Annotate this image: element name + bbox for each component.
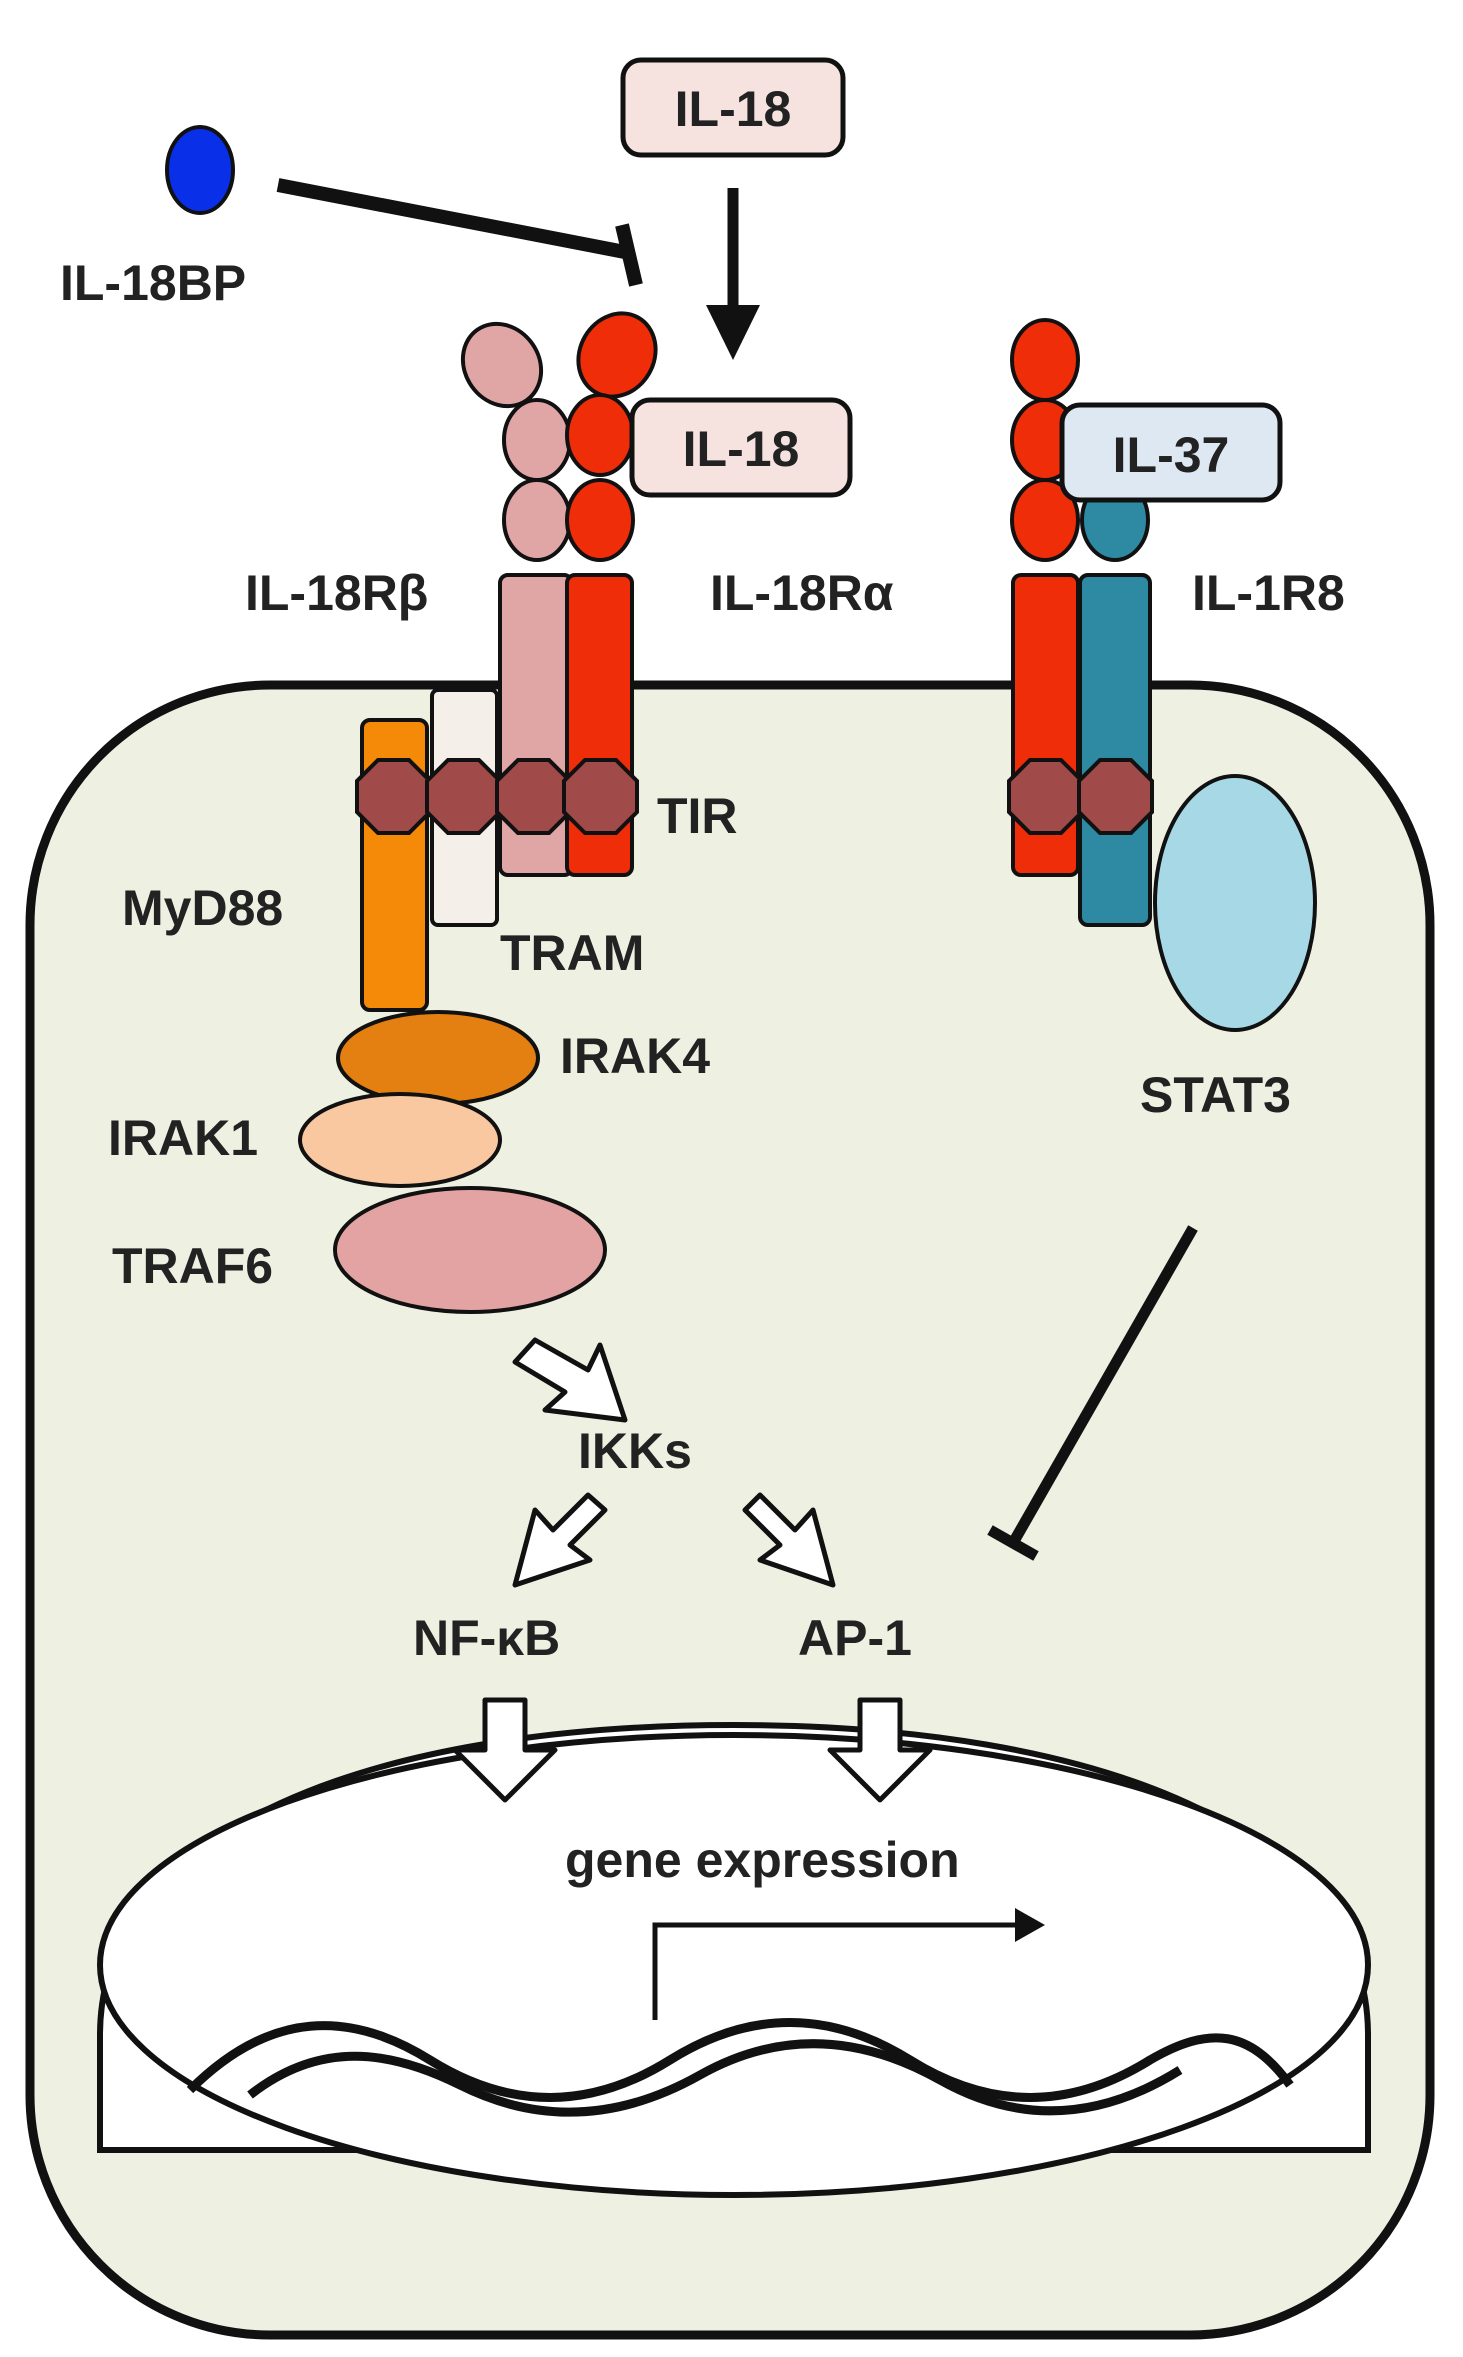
il18-ligand-label: IL-18 (675, 81, 792, 137)
arrow-nfkb-to-nucleus (452, 1697, 558, 1803)
il18-ligand-box (620, 57, 846, 158)
traf6-label: TRAF6 (112, 1238, 273, 1294)
irak4-label: IRAK4 (560, 1028, 710, 1084)
il1r8-label: IL-1R8 (1192, 565, 1345, 621)
nucleus-outline (97, 1732, 1371, 2198)
il18-binding-arrowhead (706, 305, 760, 360)
open-arrows (452, 1337, 933, 1803)
tir-label: TIR (657, 788, 738, 844)
traf6-protein (333, 1186, 607, 1314)
irak4-protein (336, 1010, 540, 1106)
arrow-ikks-to-nfkb (512, 1492, 608, 1588)
stat3-label: STAT3 (1140, 1067, 1291, 1123)
irak1-protein (298, 1092, 502, 1188)
arrow-traf6-to-ikks (512, 1337, 628, 1423)
il18bp-protein (165, 125, 235, 215)
myd88-label: MyD88 (122, 880, 283, 936)
il18bp-inhibition (276, 178, 643, 287)
il18ra-label: IL-18Rα (710, 565, 894, 621)
ap1-label: AP-1 (798, 1610, 912, 1666)
il18-bound-box (629, 397, 853, 498)
il18bp-label: IL-18BP (60, 255, 246, 311)
tir-domains (355, 758, 1154, 835)
nfkb-label: NF-κB (413, 1610, 560, 1666)
il18ra-receptor (565, 311, 658, 877)
il37-ligand-box (1059, 402, 1283, 503)
il37-label: IL-37 (1113, 427, 1230, 483)
arrow-ikks-to-ap1 (742, 1492, 836, 1588)
transcription-start-arrow (652, 1908, 1045, 2020)
ikks-label: IKKs (578, 1423, 692, 1479)
il18rb-label: IL-18Rβ (245, 565, 428, 621)
gene-expression-label: gene expression (565, 1832, 960, 1888)
stat3-inhibition (987, 1225, 1198, 1561)
irak1-label: IRAK1 (108, 1110, 258, 1166)
arrow-ap1-to-nucleus (827, 1697, 933, 1803)
il1r8-receptor (1078, 478, 1152, 927)
tram-label: TRAM (500, 925, 644, 981)
il18-bound-label: IL-18 (683, 421, 800, 477)
dna-helix (186, 2018, 1294, 2117)
stat3-protein (1153, 774, 1317, 1032)
